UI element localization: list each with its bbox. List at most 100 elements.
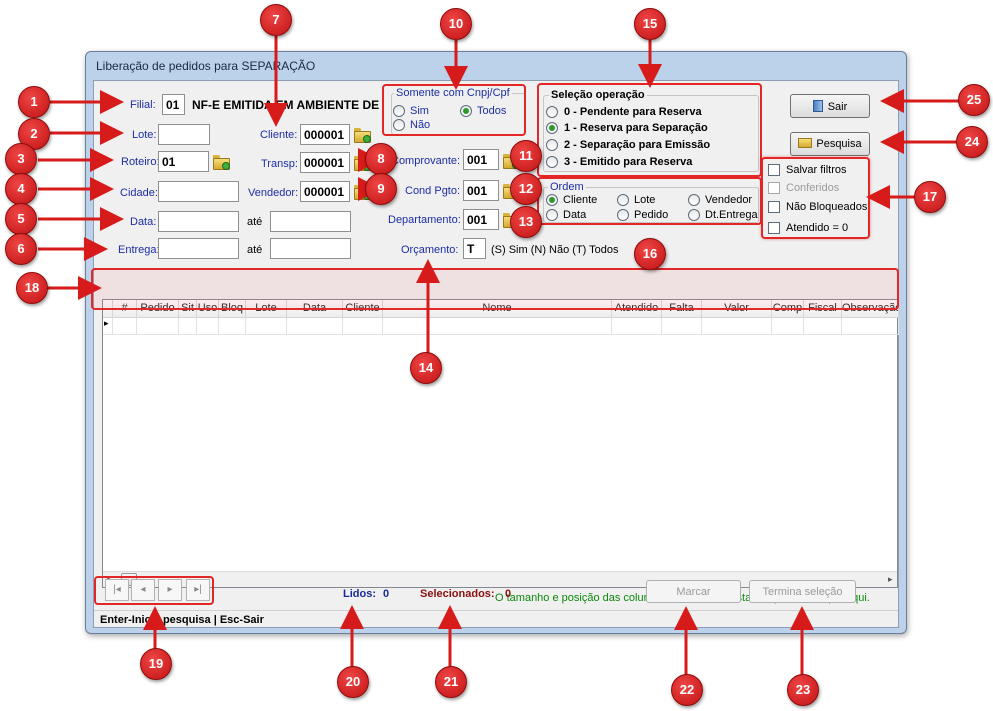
orcamento-label: Orçamento: (401, 244, 459, 256)
cnpj-radio-sim[interactable] (393, 105, 405, 117)
termina-selecao-button[interactable]: Termina seleção (749, 580, 856, 603)
nav-next-button[interactable]: ▸ (158, 579, 182, 601)
selecionados-label: Selecionados: (420, 588, 495, 600)
nav-first-button[interactable]: |◂ (105, 579, 129, 601)
cliente-search-folder-icon[interactable] (354, 128, 371, 143)
roteiro-search-folder-icon[interactable] (213, 155, 230, 170)
atendido-zero-checkbox[interactable] (768, 222, 780, 234)
search-folder-icon (798, 138, 813, 148)
vendedor-input[interactable]: 000001 (300, 181, 350, 202)
filial-input[interactable]: 01 (162, 94, 185, 115)
nav-last-button[interactable]: ▸| (186, 579, 210, 601)
marker-22: 22 (671, 674, 703, 706)
ordem-radio-vendedor-label: Vendedor (705, 194, 753, 206)
pesquisa-button[interactable]: Pesquisa (790, 132, 870, 156)
table-row-cell[interactable] (219, 318, 246, 335)
cliente-label: Cliente: (260, 129, 298, 141)
scroll-right-icon[interactable]: ▸ (888, 574, 893, 584)
operacao-radio-2[interactable] (546, 139, 558, 151)
cond-pgto-input[interactable]: 001 (463, 180, 499, 201)
marker-4: 4 (5, 173, 37, 205)
data-to-input[interactable] (270, 211, 351, 232)
cidade-input[interactable] (158, 181, 239, 202)
ordem-radio-lote-label: Lote (634, 194, 656, 206)
cnpj-radio-nao-label: Não (410, 119, 431, 131)
operacao-radio-3[interactable] (546, 156, 558, 168)
ordem-radio-cliente[interactable] (546, 194, 558, 206)
table-row-cell[interactable] (343, 318, 383, 335)
marker-25: 25 (958, 84, 990, 116)
conferidos-checkbox[interactable] (768, 182, 780, 194)
ordem-radio-vendedor[interactable] (688, 194, 700, 206)
marker-13: 13 (510, 206, 542, 238)
table-row-cell[interactable] (113, 318, 137, 335)
cnpj-radio-sim-label: Sim (410, 105, 429, 117)
entrega-label: Entrega: (118, 244, 160, 256)
operacao-radio-0[interactable] (546, 106, 558, 118)
departamento-input[interactable]: 001 (463, 209, 499, 230)
table-row-cell[interactable] (246, 318, 287, 335)
table-row-cell[interactable] (772, 318, 804, 335)
marker-12: 12 (510, 173, 542, 205)
entrega-from-input[interactable] (158, 238, 239, 259)
cnpj-radio-nao[interactable] (393, 119, 405, 131)
ordem-radio-data[interactable] (546, 209, 558, 221)
operacao-radio-1[interactable] (546, 122, 558, 134)
nao-bloqueados-checkbox[interactable] (768, 201, 780, 213)
operacao-group-title: Seleção operação (549, 89, 647, 101)
table-row-cell[interactable] (197, 318, 219, 335)
table-row-cell[interactable] (287, 318, 343, 335)
table-row-cell[interactable] (179, 318, 197, 335)
table-row-cell[interactable] (842, 318, 899, 335)
marker-9: 9 (365, 173, 397, 205)
ordem-radio-cliente-label: Cliente (563, 194, 598, 206)
nao-bloqueados-label: Não Bloqueados (786, 201, 868, 213)
nav-prev-button[interactable]: ◂ (131, 579, 155, 601)
marker-1: 1 (18, 86, 50, 118)
salvar-filtros-checkbox[interactable] (768, 164, 780, 176)
cnpj-radio-todos[interactable] (460, 105, 472, 117)
table-row-cell[interactable] (612, 318, 662, 335)
ordem-radio-dt-entrega[interactable] (688, 209, 700, 221)
cliente-input[interactable]: 000001 (300, 124, 350, 145)
data-ate-label: até (247, 216, 263, 228)
ordem-radio-lote[interactable] (617, 194, 629, 206)
marker-5: 5 (5, 203, 37, 235)
cidade-label: Cidade: (120, 187, 158, 199)
table-row-cell[interactable] (702, 318, 772, 335)
table-row-cell[interactable] (137, 318, 179, 335)
entrega-to-input[interactable] (270, 238, 351, 259)
cond-pgto-label: Cond Pgto: (405, 185, 461, 197)
status-text: Enter-Inicia pesquisa | Esc-Sair (100, 614, 264, 626)
table-row-cell[interactable] (804, 318, 842, 335)
pesquisa-button-label: Pesquisa (816, 138, 862, 150)
comprovante-input[interactable]: 001 (463, 149, 499, 170)
sair-button[interactable]: Sair (790, 94, 870, 118)
conferidos-label: Conferidos (786, 182, 840, 194)
sair-button-label: Sair (827, 101, 848, 113)
salvar-filtros-label: Salvar filtros (786, 164, 847, 176)
door-icon (812, 100, 823, 112)
roteiro-input[interactable]: 01 (158, 151, 209, 172)
highlight-grid-header (91, 268, 899, 310)
table-row-cell[interactable] (383, 318, 612, 335)
operacao-radio-0-label: 0 - Pendente para Reserva (564, 106, 702, 118)
transp-input[interactable]: 000001 (300, 152, 350, 173)
vendedor-label: Vendedor: (248, 187, 299, 199)
orcamento-input[interactable]: T (463, 238, 486, 259)
operacao-radio-1-label: 1 - Reserva para Separação (564, 122, 708, 134)
orcamento-hint: (S) Sim (N) Não (T) Todos (491, 244, 619, 256)
data-from-input[interactable] (158, 211, 239, 232)
lote-label: Lote: (132, 129, 157, 141)
marcar-button[interactable]: Marcar (646, 580, 741, 603)
ordem-radio-pedido[interactable] (617, 209, 629, 221)
filial-label: Filial: (130, 99, 156, 111)
ordem-radio-dt-entrega-label: Dt.Entrega (705, 209, 758, 221)
cnpj-radio-todos-label: Todos (477, 105, 507, 117)
table-row-cell[interactable] (662, 318, 702, 335)
data-label: Data: (130, 216, 157, 228)
marker-7: 7 (260, 4, 292, 36)
atendido-zero-label: Atendido = 0 (786, 222, 849, 234)
lote-input[interactable] (158, 124, 210, 145)
